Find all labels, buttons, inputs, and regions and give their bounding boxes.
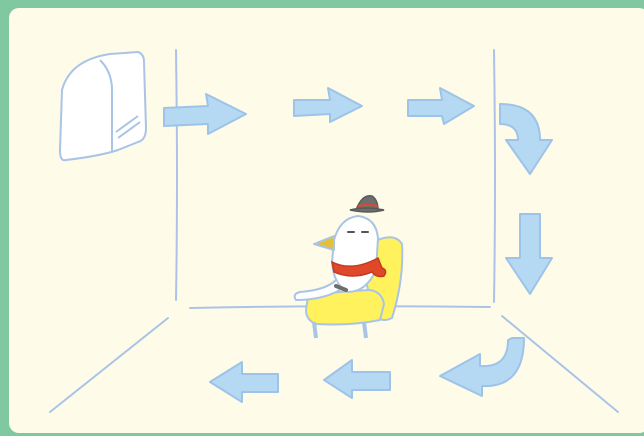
hat-icon (349, 195, 385, 213)
arrow-icon (163, 93, 247, 135)
arrow-icon (293, 87, 363, 123)
right-back-wall-edge (493, 49, 496, 303)
left-floor-edge (49, 317, 169, 413)
arrow-icon (323, 359, 391, 399)
arrow-icon (499, 103, 553, 175)
arrow-icon (439, 337, 525, 397)
air-conditioner-icon (59, 51, 147, 162)
arrow-icon (407, 87, 475, 125)
left-back-wall-edge (175, 49, 178, 301)
right-floor-edge (501, 315, 619, 413)
arrow-icon (505, 213, 553, 295)
bird-character-icon (293, 214, 387, 302)
arrow-icon (209, 361, 279, 403)
